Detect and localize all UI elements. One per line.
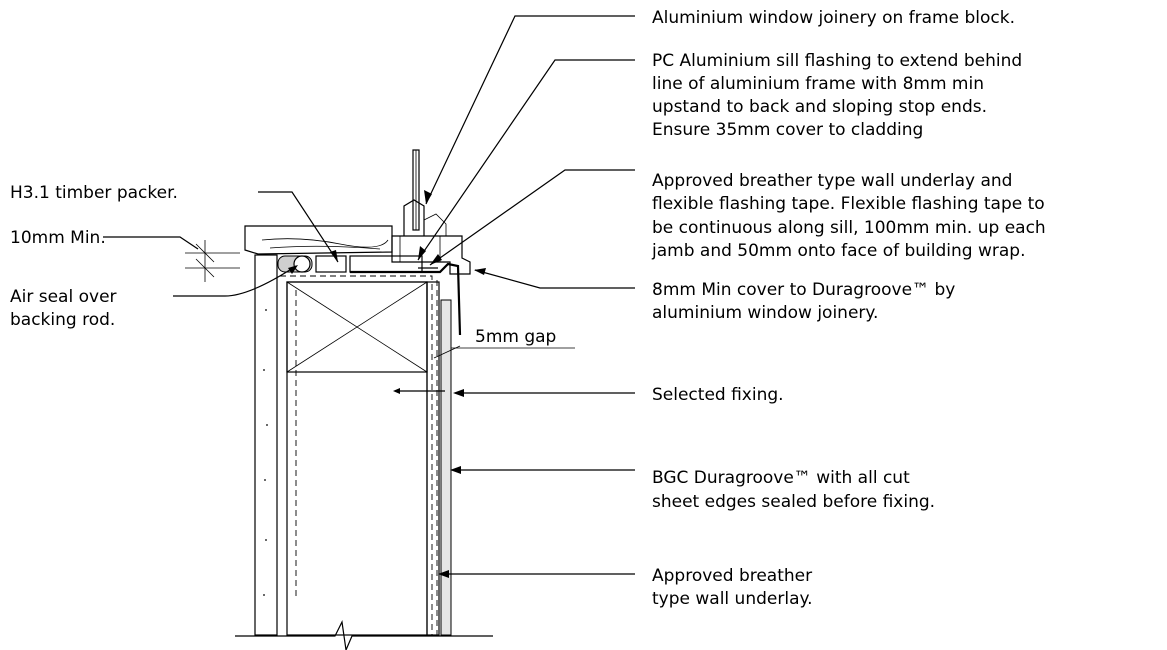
label-joinery: Aluminium window joinery on frame block. — [652, 8, 1015, 28]
label-cover-1: 8mm Min cover to Duragroove™ by — [652, 280, 955, 300]
backing-rod — [293, 255, 311, 273]
label-duragroove-1: BGC Duragroove™ with all cut — [652, 468, 910, 488]
leader-underlay — [429, 169, 635, 266]
label-underlay-1: Approved breather type wall underlay and — [652, 171, 1012, 191]
leader-airseal — [173, 265, 297, 297]
label-underlay-2: flexible flashing tape. Flexible flashin… — [652, 194, 1045, 214]
timber-sill — [244, 225, 393, 255]
leader-lines — [103, 15, 635, 578]
interior-lining — [254, 254, 278, 636]
label-10mm: 10mm Min. — [10, 228, 106, 248]
label-sill-flashing-2: line of aluminium frame with 8mm min — [652, 74, 984, 94]
duragroove-cladding — [440, 299, 452, 636]
break-line — [235, 620, 493, 650]
label-wrap-2: type wall underlay. — [652, 589, 813, 609]
dimension-marks — [185, 240, 575, 394]
label-gap: 5mm gap — [475, 327, 556, 347]
label-fixing: Selected fixing. — [652, 385, 784, 405]
wall-section — [235, 254, 493, 650]
frame-block — [349, 255, 423, 273]
label-packer: H3.1 timber packer. — [10, 183, 178, 203]
lining-dots — [263, 309, 268, 596]
annotations: Aluminium window joinery on frame block.… — [10, 8, 1046, 609]
label-airseal-1: Air seal over — [10, 287, 117, 307]
aluminium-frame — [391, 235, 471, 275]
leader-sill — [417, 59, 635, 261]
timber-stud — [286, 281, 428, 636]
leader-joinery — [425, 15, 635, 205]
building-wrap — [280, 275, 433, 635]
label-sill-flashing-1: PC Aluminium sill flashing to extend beh… — [652, 51, 1022, 71]
window-sill-assembly — [244, 149, 471, 336]
label-sill-flashing-4: Ensure 35mm cover to cladding — [652, 120, 923, 140]
label-cover-2: aluminium window joinery. — [652, 303, 878, 323]
label-underlay-3: be continuous along sill, 100mm min. up … — [652, 218, 1046, 238]
leader-cover — [474, 269, 635, 289]
leader-packer — [258, 191, 339, 263]
timber-packer — [315, 255, 347, 273]
label-airseal-2: backing rod. — [10, 310, 115, 330]
label-sill-flashing-3: upstand to back and sloping stop ends. — [652, 97, 987, 117]
label-underlay-4: jamb and 50mm onto face of building wrap… — [651, 241, 1026, 261]
leader-10mm — [103, 236, 199, 250]
label-duragroove-2: sheet edges sealed before fixing. — [652, 492, 935, 512]
label-wrap-1: Approved breather — [652, 566, 812, 586]
sill-flashing — [350, 262, 462, 336]
cavity-batten — [426, 281, 440, 636]
